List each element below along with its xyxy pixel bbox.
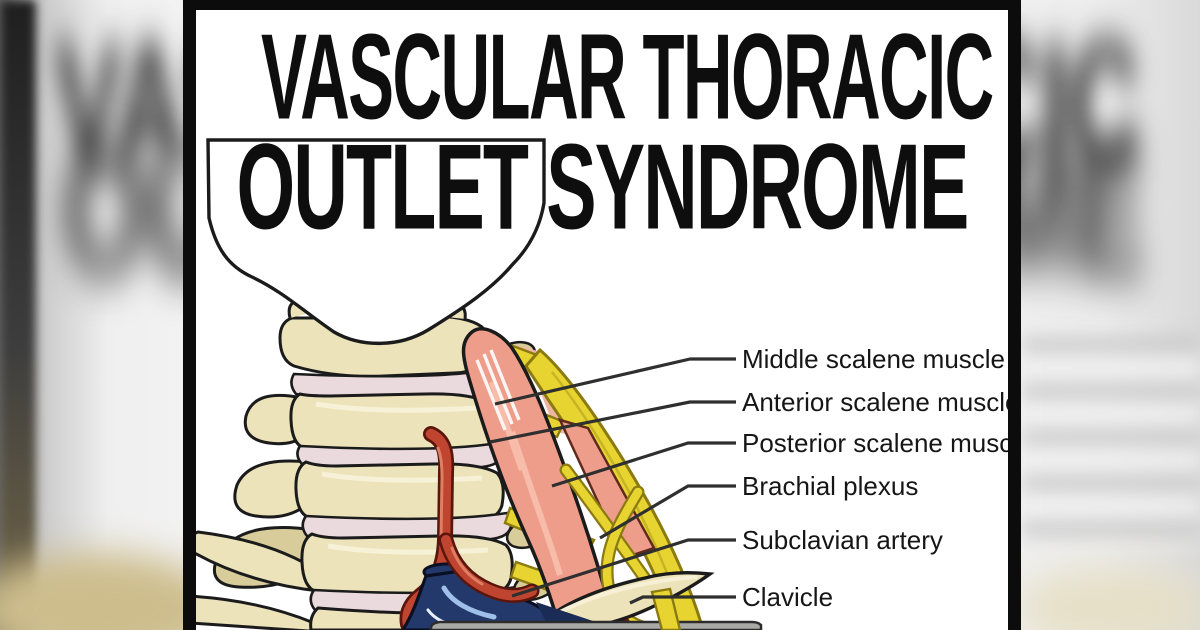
rib-bone (196, 595, 317, 630)
transverse-process (243, 393, 307, 446)
leader-line-brachial-plexus (599, 484, 736, 540)
leader-line-anterior-scalene (489, 400, 736, 444)
backdrop-left-dark-strip (0, 0, 36, 630)
backdrop-beige-blob-right (1014, 568, 1200, 630)
anatomy-illustration (196, 138, 763, 630)
title-line-1: VASCULAR THORACIC (260, 10, 994, 146)
transverse-process (233, 459, 313, 519)
label-brachial-plexus: Brachial plexus (742, 471, 919, 501)
label-posterior-scalene-muscle: Posterior scalene muscle (742, 428, 1008, 458)
label-middle-scalene-muscle: Middle scalene muscle (742, 344, 1006, 374)
backdrop-label-blur-bars (1022, 336, 1200, 546)
leader-line-posterior-scalene (551, 441, 736, 488)
head-outline (206, 138, 546, 346)
first-rib-bar (429, 620, 763, 630)
label-anterior-scalene-muscle: Anterior scalene muscle (742, 387, 1008, 417)
leader-line-clavicle (629, 595, 736, 605)
label-subclavian-artery: Subclavian artery (742, 525, 943, 555)
card-content: VASCULAR THORACIC OUTLET SYNDROME Middle… (196, 10, 1008, 630)
leader-line-middle-scalene (494, 357, 736, 406)
nerve-below-clavicle (650, 587, 682, 630)
anterior-scalene-muscle-art (461, 327, 618, 630)
leader-lines (489, 357, 736, 605)
title-line-2: OUTLET SYNDROME (236, 120, 969, 256)
label-clavicle: Clavicle (742, 582, 834, 612)
leader-line-subclavian-artery (511, 538, 736, 598)
